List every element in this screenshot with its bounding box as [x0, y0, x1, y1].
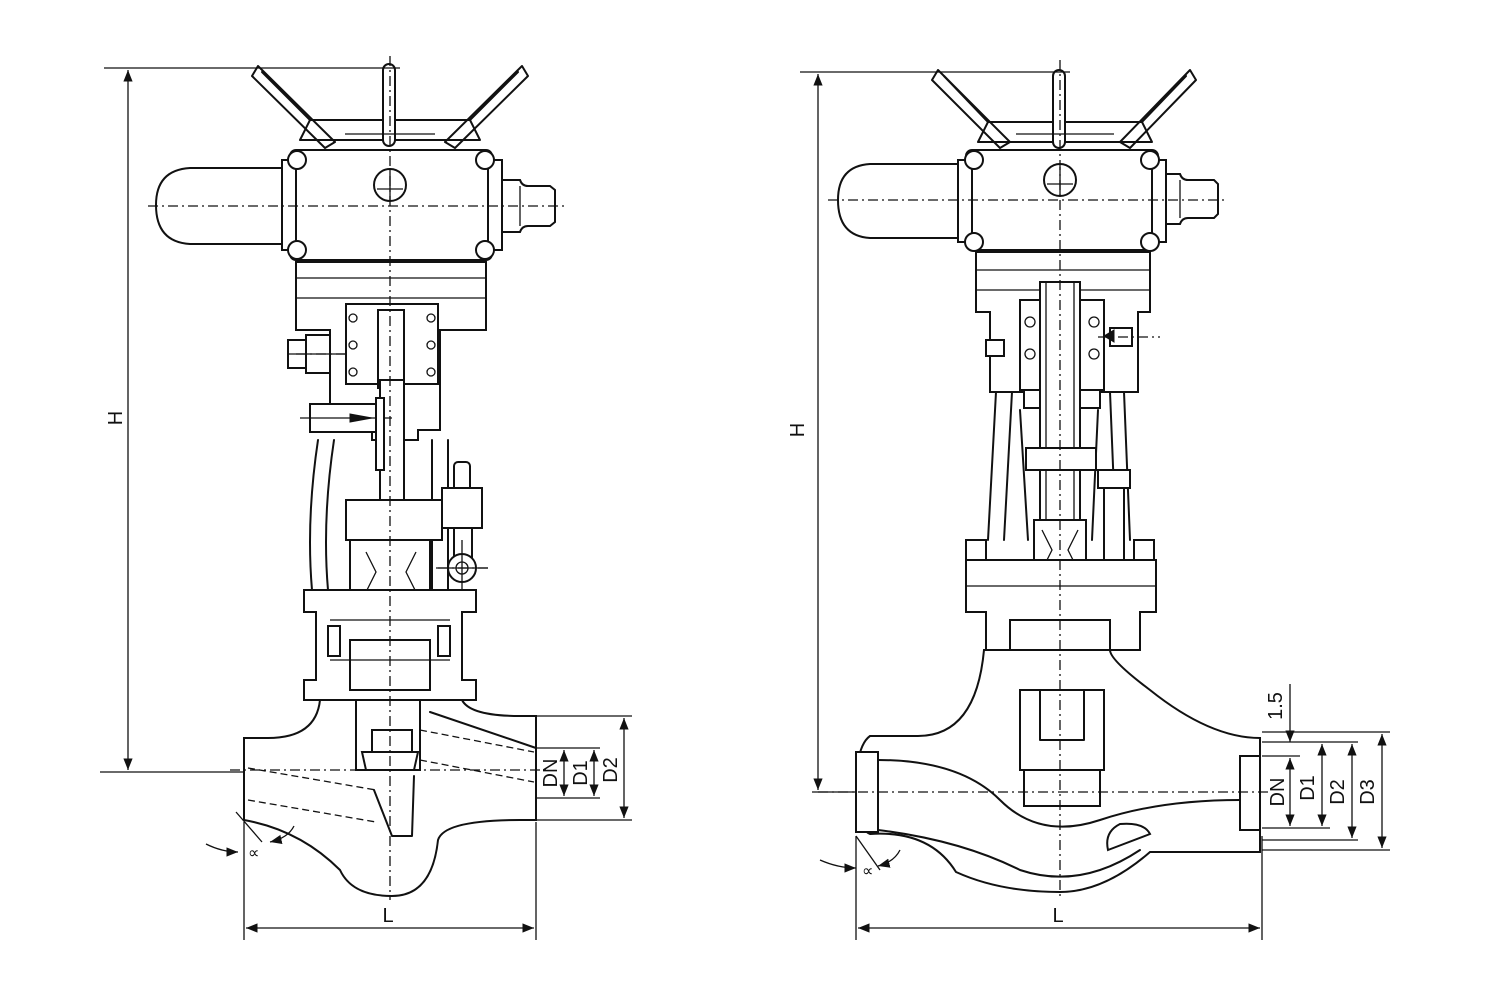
right-label-angle: ∝ [862, 863, 873, 880]
left-label-d2: D2 [600, 757, 622, 783]
left-label-dn: DN [540, 759, 562, 788]
left-label-height: H [105, 411, 127, 425]
right-body [854, 649, 1261, 894]
right-label-d2: D2 [1327, 779, 1349, 805]
left-actuator [154, 149, 556, 261]
right-label-gap: 1.5 [1265, 692, 1287, 720]
right-label-d3: D3 [1357, 779, 1379, 805]
left-dimensions [100, 67, 632, 940]
left-label-length: L [382, 905, 393, 927]
right-valve-view: H L 1.5 DN D1 D2 D3 ∝ [787, 60, 1390, 940]
left-lever [436, 461, 488, 596]
right-dimensions [800, 71, 1390, 940]
right-bonnet [965, 559, 1157, 657]
right-label-height: H [787, 423, 809, 437]
left-valve-view: H L DN D1 D2 ∝ [100, 56, 632, 940]
left-yoke [287, 261, 487, 441]
right-handwheel [931, 69, 1197, 149]
left-handwheel [251, 63, 529, 149]
right-label-d1: D1 [1297, 775, 1319, 801]
left-indicator [300, 397, 392, 471]
right-label-length: L [1052, 905, 1063, 927]
left-label-d1: D1 [570, 760, 592, 786]
left-label-angle: ∝ [248, 845, 259, 862]
right-label-dn: DN [1267, 778, 1289, 807]
